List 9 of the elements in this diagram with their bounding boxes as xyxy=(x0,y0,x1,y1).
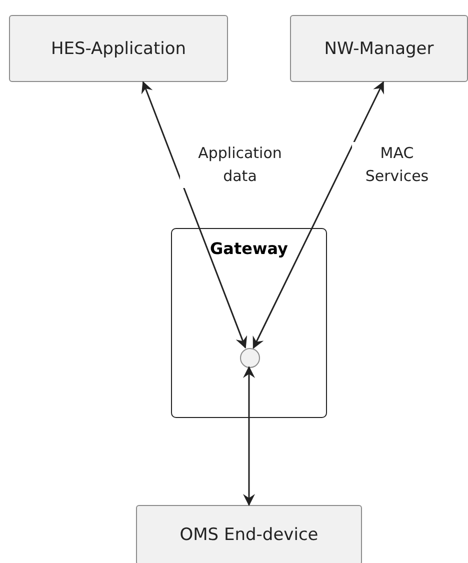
double-arrow xyxy=(243,366,255,506)
component-box: OMS End-device xyxy=(136,505,362,563)
component-box: NW-Manager xyxy=(290,15,468,82)
double-arrow xyxy=(252,81,384,349)
component-box: HES-Application xyxy=(9,15,228,82)
container-title: Gateway xyxy=(209,239,289,258)
port-circle xyxy=(240,348,260,368)
gateway-container xyxy=(171,228,327,418)
double-arrow xyxy=(141,81,248,349)
